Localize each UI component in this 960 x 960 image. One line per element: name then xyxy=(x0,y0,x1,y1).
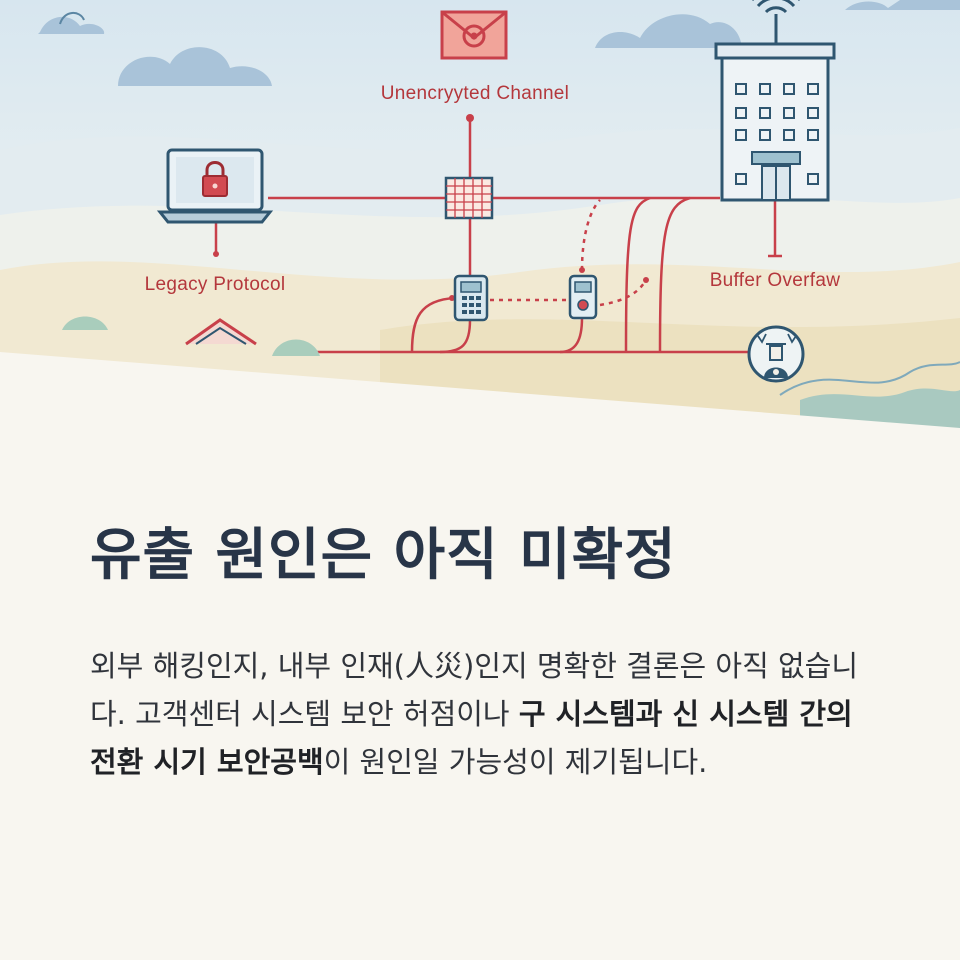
label-buffer-overflow: Buffer Overfaw xyxy=(710,270,841,291)
wifi-signal-icon xyxy=(752,0,800,44)
cloud-swirl xyxy=(59,12,85,25)
security-illustration: Unencryyted Channel Legacy Protocol Buff… xyxy=(0,0,960,440)
office-building-icon xyxy=(714,42,836,202)
hacker-badge-icon xyxy=(747,325,805,383)
label-legacy-protocol: Legacy Protocol xyxy=(145,274,286,295)
wave-line xyxy=(779,361,960,396)
laptop-lock-icon xyxy=(156,148,274,224)
bush-left xyxy=(62,316,108,330)
house-roof-icon xyxy=(185,318,257,346)
paper-edge xyxy=(0,352,960,440)
body-text-part2: 이 원인일 가능성이 제기됩니다. xyxy=(323,745,708,779)
body-text-emphasis: 구 시스템과 신 시스템 간의 전환 시기 보안공백 xyxy=(90,697,853,779)
body-text-part1: 외부 해킹인지, 내부 인재(人災)인지 명확한 결론은 아직 없습니다. 고객… xyxy=(90,649,859,731)
firewall-grid-icon xyxy=(444,176,494,220)
label-unencrypted-channel: Unencryyted Channel xyxy=(381,83,569,104)
dashed-links xyxy=(490,199,648,307)
terminal-device-icon xyxy=(453,274,489,322)
body-paragraph: 외부 해킹인지, 내부 인재(人災)인지 명확한 결론은 아직 없습니다. 고객… xyxy=(90,642,880,786)
line-nodes xyxy=(213,114,649,301)
page-title: 유출 원인은 아직 미확정 xyxy=(90,523,677,588)
network-lines xyxy=(214,118,777,354)
bush-mid xyxy=(272,339,320,356)
card-reader-icon xyxy=(568,274,598,320)
cloud-icon xyxy=(38,0,960,86)
envelope-icon xyxy=(440,10,508,60)
